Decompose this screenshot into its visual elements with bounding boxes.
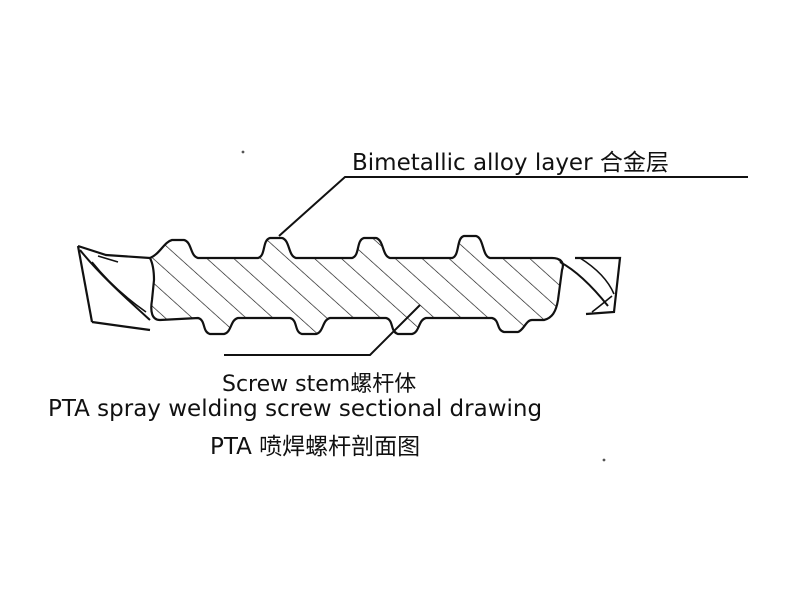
screw-outline bbox=[77, 244, 622, 332]
stray-dot bbox=[602, 458, 606, 462]
alloy-layer-label: Bimetallic alloy layer 合金层 bbox=[352, 150, 669, 176]
diagram-title-cn: PTA 喷焊螺杆剖面图 bbox=[210, 434, 421, 460]
screw-stem-label: Screw stem螺杆体 bbox=[222, 372, 417, 397]
screw-stem-leader bbox=[224, 304, 421, 356]
alloy-layer-leader bbox=[278, 176, 748, 237]
right-end-section bbox=[559, 257, 615, 313]
screw-stem-section bbox=[148, 234, 564, 336]
diagram-title-en: PTA spray welding screw sectional drawin… bbox=[48, 396, 543, 422]
stray-dot bbox=[241, 150, 245, 154]
left-end-section bbox=[76, 245, 151, 323]
